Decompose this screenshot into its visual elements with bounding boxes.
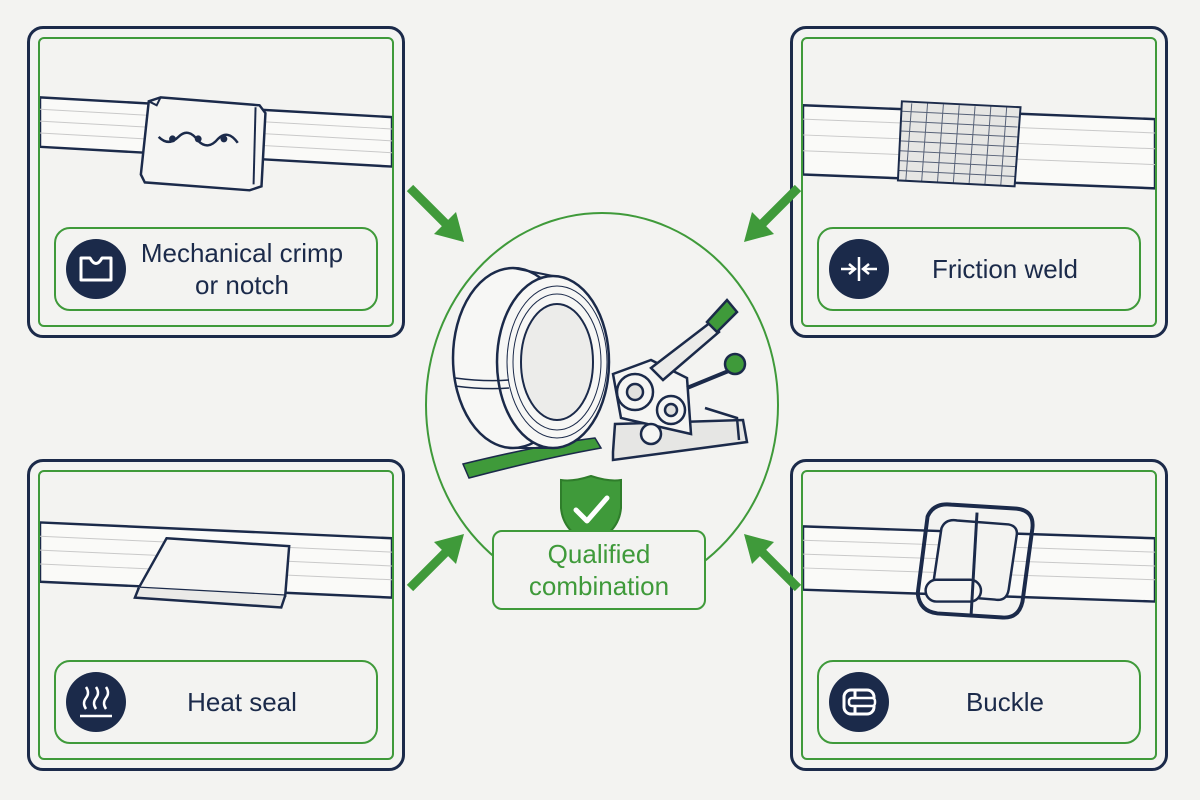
strap-coil (451, 266, 611, 450)
arrow-from-friction-weld (744, 184, 802, 242)
friction-compress-icon (829, 239, 889, 299)
method-label-box: Heat seal (54, 660, 378, 744)
friction-weld-illustration (803, 100, 1155, 190)
method-label: Friction weld (932, 254, 1078, 284)
strap-coil-and-tensioner-illustration (451, 266, 749, 546)
method-label-box: Buckle (817, 660, 1141, 744)
panel-inner-frame: Buckle (801, 470, 1157, 760)
method-label-box: Mechanical crimp or notch (54, 227, 378, 311)
method-label: Mechanical crimp or notch (126, 237, 376, 301)
method-label: Heat seal (187, 687, 297, 717)
tensioner-tool (611, 298, 749, 462)
method-label: Buckle (965, 687, 1045, 717)
heat-waves-icon (66, 672, 126, 732)
qualified-combination-label: Qualified combination (492, 530, 706, 610)
panel-inner-frame: Friction weld (801, 37, 1157, 327)
label-line-1: Mechanical crimp (140, 238, 344, 268)
panel-inner-frame: Heat seal (38, 470, 394, 760)
qualified-line-2: combination (528, 571, 670, 601)
buckle-illustration (803, 502, 1155, 620)
panel-buckle: Buckle (790, 459, 1168, 771)
panel-friction-weld: Friction weld (790, 26, 1168, 338)
crimp-seal-illustration (40, 96, 392, 192)
qualified-line-1: Qualified (547, 539, 651, 569)
method-label-box: Friction weld (817, 227, 1141, 311)
heat-seal-illustration (40, 521, 392, 609)
panel-heat-seal: Heat seal (27, 459, 405, 771)
buckle-icon (829, 672, 889, 732)
panel-mechanical-crimp: Mechanical crimp or notch (27, 26, 405, 338)
arrow-from-crimp (406, 184, 464, 242)
arrow-from-buckle (744, 534, 802, 592)
label-line-2: or notch (195, 270, 289, 300)
arrow-from-heat-seal (406, 534, 464, 592)
crimp-notch-icon (66, 239, 126, 299)
panel-inner-frame: Mechanical crimp or notch (38, 37, 394, 327)
